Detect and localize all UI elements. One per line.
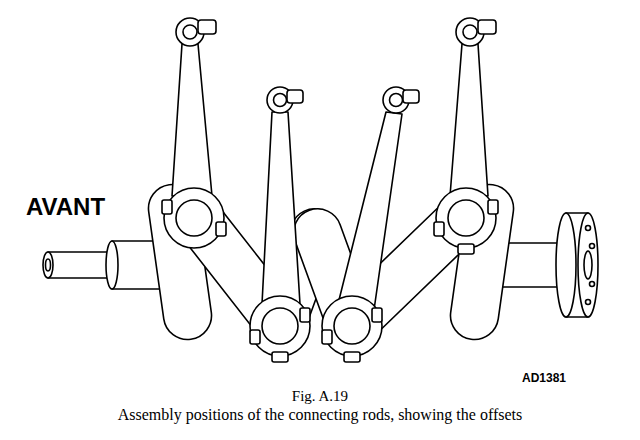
connecting-rod <box>250 87 310 362</box>
connecting-rod <box>162 18 226 248</box>
figure-number: Fig. A.19 <box>292 388 348 405</box>
drawing-code: AD1381 <box>522 371 566 385</box>
flywheel-flange <box>578 213 598 317</box>
connecting-rod <box>322 87 419 362</box>
figure-caption: Assembly positions of the connecting rod… <box>118 406 523 424</box>
connecting-rod <box>434 18 498 254</box>
direction-label: AVANT <box>26 193 105 221</box>
